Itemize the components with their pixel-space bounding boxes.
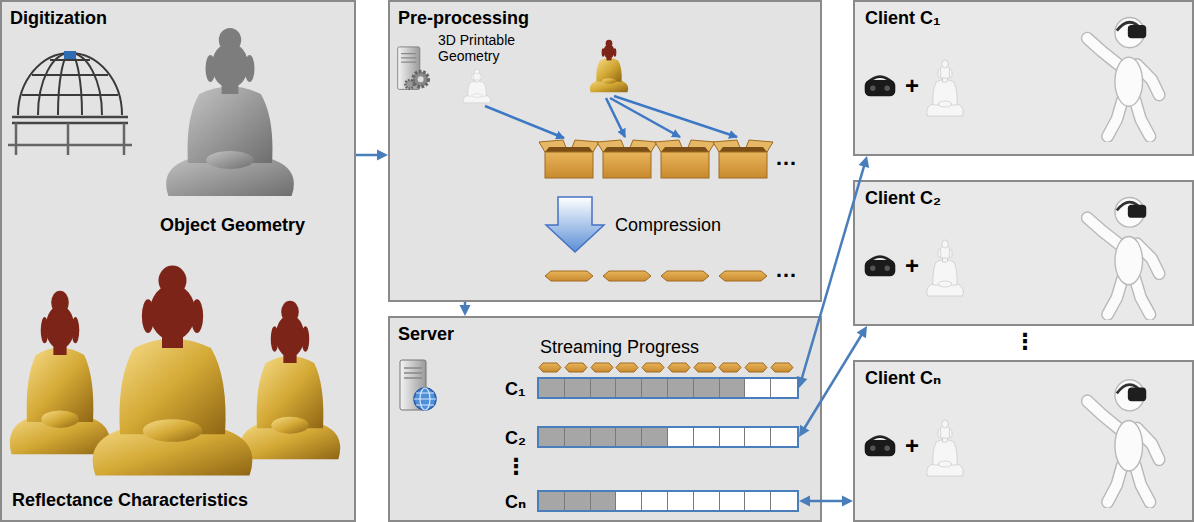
progress-cell: [771, 428, 797, 446]
panel-title: Client Cₙ: [865, 367, 941, 389]
connector-line: [356, 154, 378, 157]
progress-cell: [565, 379, 591, 397]
progress-cell: [642, 492, 668, 510]
connector-arrow: [799, 496, 853, 507]
progress-cell: [539, 379, 565, 397]
reflectance-models: [10, 266, 340, 476]
progress-cell: [591, 428, 617, 446]
geometry-model: [166, 28, 294, 196]
progress-cell: [668, 379, 694, 397]
arrow-head: [377, 150, 388, 161]
progress-bar: C₂: [537, 426, 799, 448]
panel-title: Client C₂: [865, 187, 941, 209]
arrow-head: [859, 156, 870, 168]
client-id: Cₙ: [505, 491, 526, 513]
client-id: C₁: [505, 378, 525, 400]
plus-sign: +: [905, 432, 919, 460]
ellipsis: …: [775, 146, 798, 170]
progress-cell: [539, 428, 565, 446]
progress-cell: [616, 428, 642, 446]
progress-cell: [771, 492, 797, 510]
progress-cell: [642, 428, 668, 446]
arrow-head: [460, 305, 471, 316]
progress-cell: [694, 428, 720, 446]
stage-panel: ServerStreaming ProgressC₁ C₂ Cₙ: [388, 316, 822, 522]
gold-model: [590, 40, 628, 92]
panel-title: Pre-processing: [398, 7, 529, 29]
progress-cell: [694, 379, 720, 397]
split-arrows: [485, 96, 737, 138]
data-chunks: [539, 140, 773, 178]
progress-cell: [616, 379, 642, 397]
client-equipment: [865, 18, 1159, 503]
arrow-head: [857, 326, 867, 338]
progress-bar: C₁: [537, 377, 799, 399]
icon-caption: 3D Printable Geometry: [438, 32, 530, 64]
progress-cell: [642, 379, 668, 397]
arrow-head: [842, 496, 853, 507]
arrow-head: [799, 425, 809, 437]
step-label: Compression: [615, 214, 721, 236]
progress-cell: [745, 379, 771, 397]
progress-cell: [694, 492, 720, 510]
figure-caption: Reflectance Characteristics: [12, 489, 248, 511]
connector-arrow: [799, 326, 867, 437]
panel-title: Client C₁: [865, 7, 940, 29]
progress-cell: [668, 492, 694, 510]
server-icon: [400, 360, 436, 410]
progress-cell: [539, 492, 565, 510]
progress-bar: Cₙ: [537, 490, 799, 512]
progress-cell: [745, 428, 771, 446]
connector-arrow: [356, 150, 388, 161]
plus-sign: +: [905, 72, 919, 100]
panel-title: Digitization: [10, 7, 107, 29]
progress-cell: [668, 428, 694, 446]
plus-sign: +: [905, 252, 919, 280]
light-dome: [8, 51, 132, 155]
connector-arrow: [797, 156, 869, 388]
client-id: C₂: [505, 427, 526, 449]
progress-cell: [720, 379, 746, 397]
continuation-dots: ⋮: [1014, 327, 1036, 357]
progress-cell: [591, 492, 617, 510]
progress-cell: [720, 492, 746, 510]
arrow-head: [799, 496, 810, 507]
server-icon: [398, 47, 429, 90]
progress-cell: [745, 492, 771, 510]
progress-cell: [565, 492, 591, 510]
arrow-head: [797, 376, 808, 388]
connector-line: [809, 500, 843, 503]
figure-caption: Object Geometry: [160, 214, 305, 236]
progress-cell: [720, 428, 746, 446]
continuation-dots: ⋮: [505, 452, 527, 482]
progress-cell: [616, 492, 642, 510]
section-label: Streaming Progress: [540, 336, 699, 358]
progress-cell: [591, 379, 617, 397]
connector-line: [804, 335, 862, 429]
printable-model: [463, 69, 490, 103]
stream-packets: [539, 363, 793, 372]
progress-cell: [565, 428, 591, 446]
compressed-chunks: [545, 271, 767, 281]
compression-arrow: [546, 197, 604, 252]
ellipsis: …: [775, 258, 798, 282]
panel-title: Server: [398, 323, 454, 345]
progress-cell: [771, 379, 797, 397]
connector-arrow: [460, 302, 471, 316]
